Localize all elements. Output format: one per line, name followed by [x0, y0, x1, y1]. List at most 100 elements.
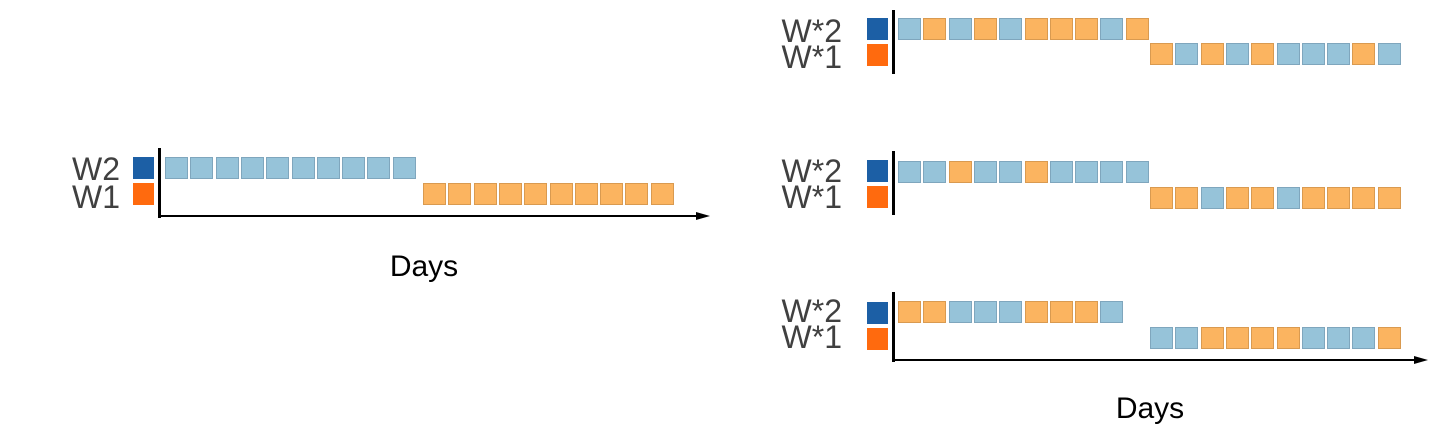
- upper-row-label: W2: [72, 151, 120, 187]
- lower-row-cell: [1377, 187, 1401, 209]
- w1-legend-square: [867, 44, 888, 66]
- lower-row-label: W*1: [781, 39, 842, 75]
- upper-row-cell: [898, 18, 921, 40]
- upper-row-cell: [1100, 301, 1124, 323]
- w1-legend-square: [133, 183, 154, 205]
- upper-row-cell: [973, 301, 997, 323]
- upper-row-cell: [342, 157, 366, 179]
- upper-row-cell: [898, 161, 921, 183]
- axis-arrow-icon: [696, 212, 710, 220]
- lower-row-cell: [625, 183, 649, 205]
- lower-row-cell: [1251, 327, 1275, 349]
- upper-row-cell: [923, 18, 947, 40]
- upper-row-cell: [215, 157, 239, 179]
- upper-row-cell: [240, 157, 264, 179]
- upper-row-cell: [1049, 18, 1073, 40]
- upper-row-cell: [291, 157, 315, 179]
- axis-label-days: Days: [389, 250, 459, 283]
- lower-row-cell: [1225, 327, 1249, 349]
- upper-row-cell: [973, 18, 997, 40]
- lower-row-cell: [1301, 327, 1325, 349]
- lower-row-cell: [1251, 187, 1275, 209]
- lower-row-cell: [1377, 43, 1401, 65]
- lower-row-cell: [473, 183, 497, 205]
- lower-row-cell: [498, 183, 522, 205]
- upper-row-cell: [1125, 18, 1149, 40]
- upper-row-cell: [190, 157, 214, 179]
- lower-row-cell: [1150, 43, 1173, 65]
- upper-row-cell: [367, 157, 391, 179]
- vertical-axis: [892, 151, 895, 215]
- lower-row-cell: [1352, 187, 1376, 209]
- lower-row-cell: [1150, 187, 1173, 209]
- w2-legend-square: [133, 157, 154, 179]
- w2-legend-square: [867, 160, 888, 182]
- upper-row-cell: [1024, 161, 1048, 183]
- w1-legend-square: [867, 328, 888, 350]
- upper-row-label: W*2: [781, 153, 842, 189]
- vertical-axis: [892, 292, 895, 362]
- upper-row-cell: [1125, 161, 1149, 183]
- lower-row-cell: [1175, 187, 1199, 209]
- upper-row-cell: [948, 301, 972, 323]
- lower-row-cell: [524, 183, 548, 205]
- lower-row-cell: [1175, 327, 1199, 349]
- upper-row-label: W*2: [781, 13, 842, 49]
- upper-row-cell: [266, 157, 290, 179]
- vertical-axis: [892, 10, 895, 74]
- lower-row-cell: [549, 183, 573, 205]
- upper-row-cell: [1075, 161, 1099, 183]
- upper-row-cell: [316, 157, 340, 179]
- horizontal-axis: [892, 359, 1414, 361]
- lower-row-cell: [448, 183, 472, 205]
- upper-row-cell: [898, 301, 921, 323]
- lower-row-cell: [1225, 187, 1249, 209]
- lower-row-cell: [1200, 187, 1224, 209]
- lower-row-cell: [1175, 43, 1199, 65]
- upper-row-cell: [1075, 301, 1099, 323]
- upper-row-cell: [999, 161, 1023, 183]
- upper-row-cell: [999, 18, 1023, 40]
- lower-row-cell: [600, 183, 624, 205]
- upper-row-cell: [948, 18, 972, 40]
- lower-row-cell: [1327, 43, 1351, 65]
- lower-row-cell: [1200, 43, 1224, 65]
- upper-row-cell: [1100, 161, 1124, 183]
- lower-row-label: W*1: [781, 319, 842, 355]
- upper-row-cell: [165, 157, 188, 179]
- vertical-axis: [158, 148, 161, 218]
- upper-row-cell: [1100, 18, 1124, 40]
- horizontal-axis: [158, 215, 696, 217]
- w2-legend-square: [867, 302, 888, 324]
- lower-row-cell: [574, 183, 598, 205]
- upper-row-cell: [1024, 18, 1048, 40]
- lower-row-cell: [423, 183, 446, 205]
- lower-row-cell: [1377, 327, 1401, 349]
- lower-row-cell: [1150, 327, 1173, 349]
- lower-row-cell: [1301, 187, 1325, 209]
- lower-row-cell: [1327, 327, 1351, 349]
- lower-row-cell: [1251, 43, 1275, 65]
- upper-row-cell: [1049, 301, 1073, 323]
- w1-legend-square: [867, 186, 888, 208]
- lower-row-cell: [1352, 327, 1376, 349]
- upper-row-label: W*2: [781, 293, 842, 329]
- lower-row-cell: [1301, 43, 1325, 65]
- w2-legend-square: [867, 18, 888, 40]
- lower-row-label: W*1: [781, 179, 842, 215]
- lower-row-cell: [1276, 187, 1300, 209]
- axis-label-days: Days: [1115, 392, 1185, 425]
- lower-row-cell: [1276, 43, 1300, 65]
- lower-row-label: W1: [72, 179, 120, 215]
- upper-row-cell: [392, 157, 416, 179]
- lower-row-cell: [1276, 327, 1300, 349]
- lower-row-cell: [1352, 43, 1376, 65]
- upper-row-cell: [1075, 18, 1099, 40]
- upper-row-cell: [999, 301, 1023, 323]
- upper-row-cell: [923, 301, 947, 323]
- lower-row-cell: [650, 183, 674, 205]
- axis-arrow-icon: [1414, 356, 1428, 364]
- lower-row-cell: [1225, 43, 1249, 65]
- upper-row-cell: [1049, 161, 1073, 183]
- upper-row-cell: [1024, 301, 1048, 323]
